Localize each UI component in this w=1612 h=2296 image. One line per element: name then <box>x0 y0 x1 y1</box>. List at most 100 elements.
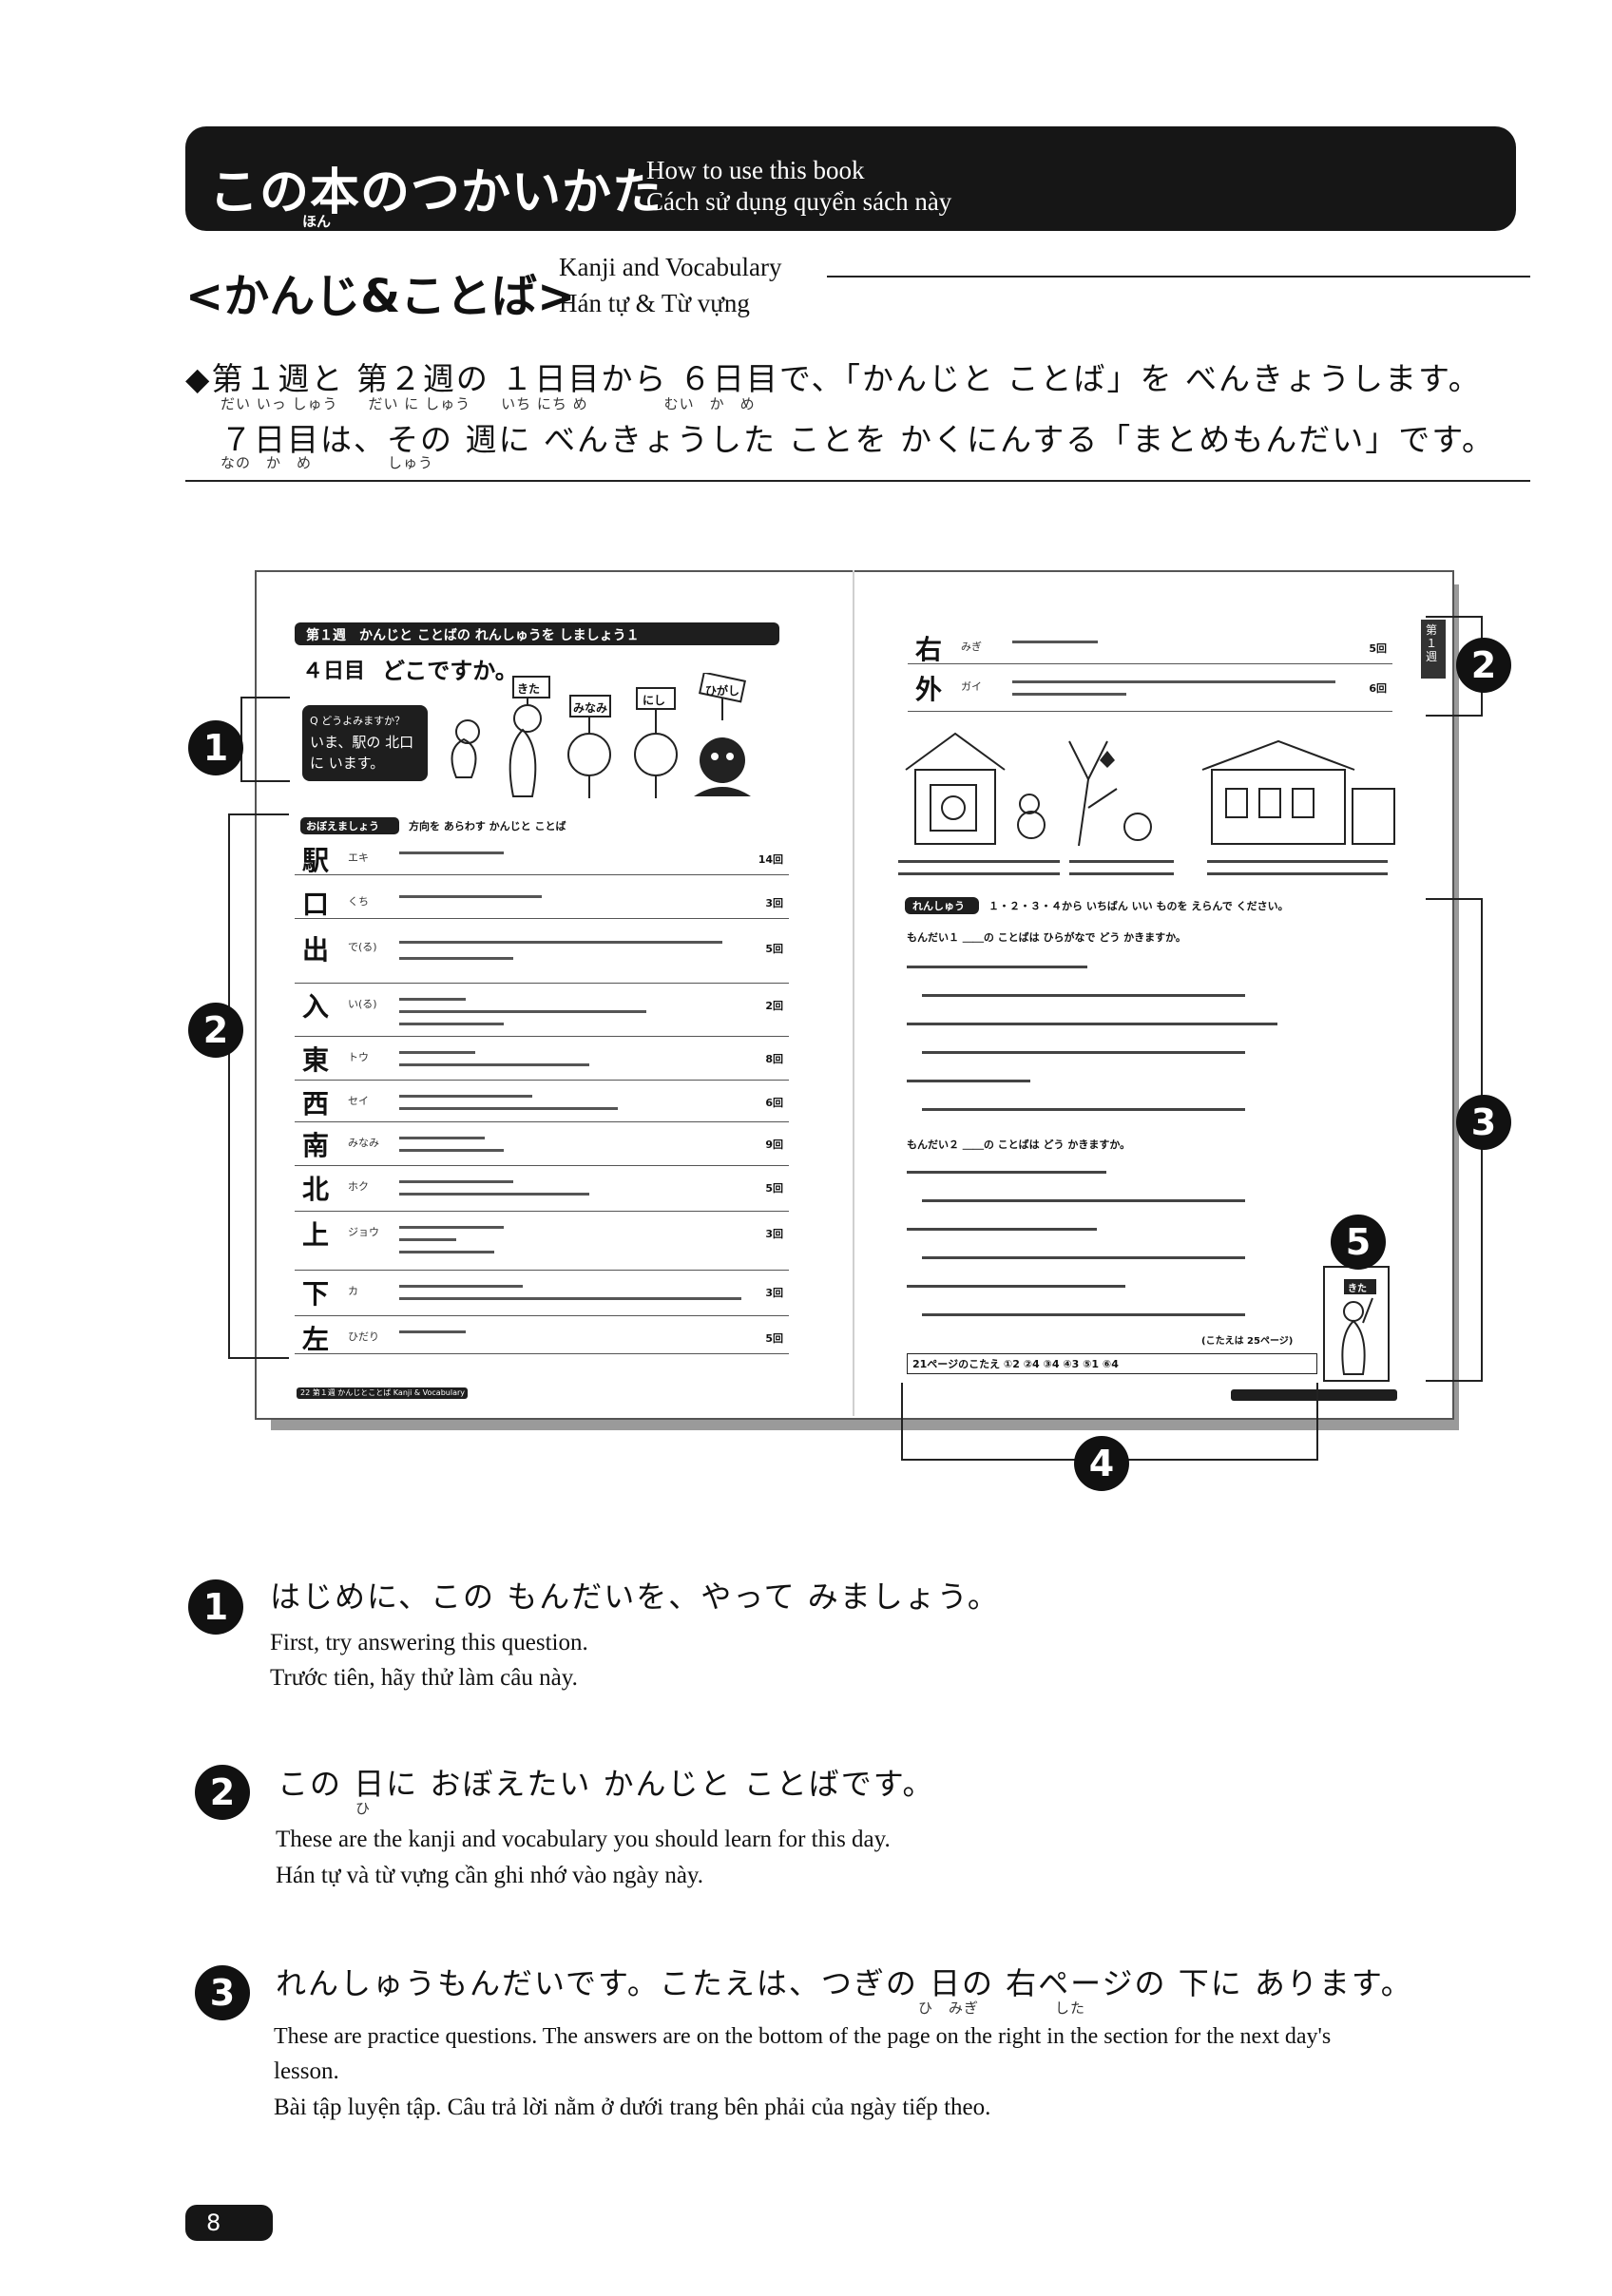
explanation-3-jp: れんしゅうもんだいです。こたえは、つぎの 日の 右ページの 下に あります。 <box>276 1965 1413 2001</box>
kanji-gloss <box>399 1281 741 1300</box>
kanji-reading: くち <box>348 895 369 908</box>
kanji-reading: カ <box>348 1285 358 1297</box>
kanji-row: 口 くち 3回 <box>295 884 789 920</box>
kanji-char: 右 <box>915 634 943 665</box>
kanji-page: 9回 <box>765 1138 783 1151</box>
sample-left-footer: 22 第１週 かんじとことば Kanji & Vocabulary <box>300 1388 465 1397</box>
kanji-gloss <box>1012 677 1354 696</box>
kanji-page: 3回 <box>765 1228 783 1240</box>
kanji-gloss <box>399 1133 741 1152</box>
sample-question-box <box>302 705 428 781</box>
kanji-page: 6回 <box>765 1097 783 1109</box>
kanji-char: 下 <box>302 1278 330 1310</box>
sample-side-tab-text: 第１週 <box>1426 623 1438 663</box>
sample-oboe-label: おぼえましょう <box>306 820 379 832</box>
explanation-3-en-continued: lesson. <box>274 2058 339 2084</box>
sign-label-kita: きた <box>517 682 541 696</box>
explanation-2-en: These are the kanji and vocabulary you s… <box>276 1827 891 1852</box>
mascot-icon <box>1341 1297 1373 1375</box>
kanji-page: 3回 <box>765 1287 783 1299</box>
sample-spread <box>255 570 1454 1420</box>
callout-3: 3 <box>1456 1095 1511 1150</box>
section-title: <かんじ&ことば> <box>185 270 576 323</box>
sample-mascot-sign-bg <box>1344 1279 1376 1294</box>
kanji-row: 右 みぎ 5回 <box>908 629 1392 665</box>
sample-renshu-label-bg <box>905 897 979 914</box>
kanji-row: 出 で(る) 5回 <box>295 929 789 984</box>
sample-scene-illustration <box>905 732 1395 847</box>
explanation-3-en: These are practice questions. The answer… <box>274 2024 1332 2049</box>
explanation-2-number: 2 <box>195 1765 250 1820</box>
explanation-2-jp: この 日に おぼえたい かんじと ことばです。 <box>278 1766 935 1802</box>
kanji-gloss <box>399 1222 741 1253</box>
bracket-2-left <box>228 813 289 1359</box>
kanji-page: 3回 <box>765 897 783 909</box>
bracket-1 <box>240 697 290 782</box>
sample-right-footer-bg <box>1231 1389 1397 1401</box>
kanji-char: 外 <box>915 674 943 705</box>
kanji-row: 北 ホク 5回 <box>295 1169 789 1212</box>
kanji-reading: で(る) <box>348 941 377 953</box>
sample-spread-fold <box>853 570 854 1416</box>
page-number: 8 <box>185 2205 273 2241</box>
kanji-reading: トウ <box>348 1051 369 1063</box>
kanji-reading: エキ <box>348 851 369 864</box>
sample-renshu-label: れんしゅう <box>912 900 965 912</box>
kanji-gloss <box>399 848 741 861</box>
kanji-row: 駅 エキ 14回 <box>295 840 789 876</box>
kanji-row: 入 い(る) 2回 <box>295 986 789 1037</box>
kanji-char: 左 <box>302 1324 330 1355</box>
sample-question-label: Q どうよみますか？ <box>310 715 406 727</box>
explanation-3-number: 3 <box>195 1965 250 2020</box>
kanji-reading: セイ <box>348 1095 369 1107</box>
kanji-page: 5回 <box>1369 642 1387 655</box>
sample-left-footer-bg <box>297 1387 468 1399</box>
callout-5: 5 <box>1331 1215 1386 1270</box>
sample-answer-note: (こたえは 25ページ) <box>1201 1336 1294 1347</box>
callout-2-right: 2 <box>1456 638 1511 693</box>
sample-question-text: いま、駅の 北口に います。 <box>310 734 414 772</box>
sample-mascot-sign: きた <box>1348 1284 1367 1294</box>
header-subtitle-vi: Cách sử dụng quyển sách này <box>646 187 952 216</box>
kanji-row: 西 セイ 6回 <box>295 1083 789 1122</box>
sign-label-higashi: ひがし <box>705 684 740 698</box>
kanji-reading: みぎ <box>961 641 982 653</box>
kanji-char: 西 <box>302 1088 330 1119</box>
kanji-gloss <box>399 891 741 905</box>
sample-mondai-2: もんだい２ ＿＿の ことばは どう かきますか。 <box>907 1138 1131 1151</box>
kanji-reading: ホク <box>348 1180 369 1193</box>
callout-2: 2 <box>188 1003 243 1058</box>
section-title-vi: Hán tự & Từ vựng <box>559 289 750 317</box>
kanji-char: 南 <box>302 1130 330 1161</box>
sample-answers-box <box>907 1353 1317 1374</box>
explanation-2-ruby: ひ <box>355 1800 372 1817</box>
kanji-char: 上 <box>302 1219 330 1251</box>
sign-label-nishi: にし <box>643 694 666 707</box>
kanji-row: 南 みなみ 9回 <box>295 1125 789 1166</box>
kanji-row: 東 トウ 8回 <box>295 1040 789 1081</box>
kanji-row: 左 ひだり 5回 <box>295 1319 789 1355</box>
intro-line-2-ruby: なの か め しゅう <box>221 454 434 471</box>
sample-day-title: どこですか。 <box>382 658 518 684</box>
explanation-1-vi: Trước tiên, hãy thử làm câu này. <box>270 1665 578 1691</box>
explanation-3-ruby: ひ みぎ した <box>918 1999 1086 2017</box>
sample-mondai-1: もんだい１ ＿＿の ことばは ひらがなで どう かきますか。 <box>907 931 1186 944</box>
header-subtitle-en: How to use this book <box>646 156 865 184</box>
sample-banner <box>295 622 779 645</box>
page-title: この本のつかいかた <box>209 164 663 221</box>
kanji-gloss <box>399 1091 741 1110</box>
explanation-1-en: First, try answering this question. <box>270 1630 588 1655</box>
kanji-char: 出 <box>302 934 330 966</box>
callout-4: 4 <box>1074 1436 1129 1491</box>
sample-oboe-label-bg <box>300 817 399 834</box>
kanji-gloss <box>399 994 741 1025</box>
kanji-char: 入 <box>302 991 330 1023</box>
explanation-1-jp: はじめに、この もんだいを、やって みましょう。 <box>270 1578 1000 1615</box>
kanji-reading: い(る) <box>348 998 377 1010</box>
sample-side-tab <box>1421 620 1446 679</box>
kanji-page: 5回 <box>765 1182 783 1195</box>
kanji-page: 8回 <box>765 1053 783 1065</box>
intro-line-1: ◆第１週と 第２週の １日目から ６日目で、「かんじと ことば」を べんきょうし… <box>185 360 1482 397</box>
intro-line-2: ７日目は、その 週に べんきょうした ことを かくにんする「まとめもんだい」です… <box>221 421 1495 458</box>
kanji-gloss <box>399 1177 741 1196</box>
